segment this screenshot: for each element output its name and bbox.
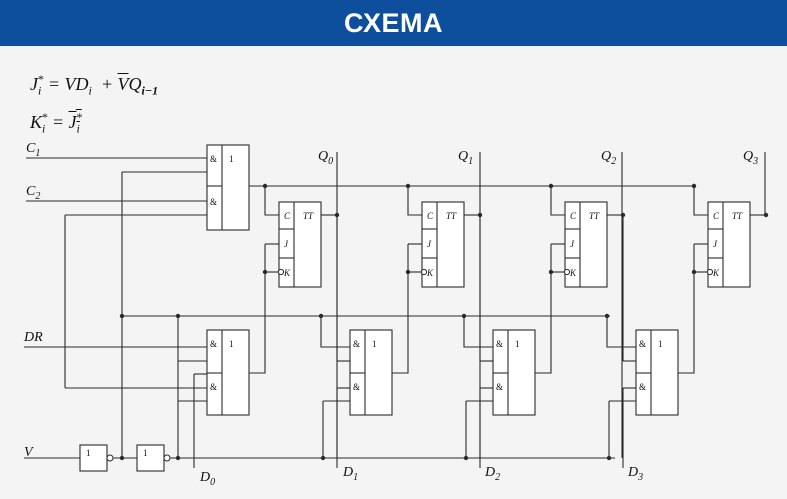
and-symbol: & — [210, 382, 217, 392]
ff-type: TT — [732, 211, 743, 221]
pin-c: C — [713, 211, 720, 221]
stage-1: C TT J K & 1 & — [318, 183, 483, 468]
label-d2: D2 — [484, 465, 500, 483]
label-d1: D1 — [342, 465, 358, 483]
pin-k: K — [569, 268, 577, 278]
and-symbol: & — [639, 339, 646, 349]
svg-text:1: 1 — [229, 154, 234, 164]
pin-c: C — [284, 211, 291, 221]
svg-text:&: & — [210, 154, 217, 164]
flipflop-2 — [564, 201, 608, 288]
or-symbol: 1 — [515, 339, 520, 349]
label-v: V — [24, 445, 34, 460]
and-symbol: & — [639, 382, 646, 392]
svg-text:&: & — [210, 197, 217, 207]
label-q1: Q1 — [458, 149, 473, 167]
label-dr: DR — [23, 330, 43, 345]
or-symbol: 1 — [372, 339, 377, 349]
and-symbol: & — [210, 339, 217, 349]
flipflop-0 — [278, 201, 322, 288]
ff-type: TT — [446, 211, 457, 221]
and-symbol: & — [496, 382, 503, 392]
pin-j: J — [427, 239, 432, 249]
page-title: СХЕМА — [344, 8, 443, 38]
pin-k: K — [426, 268, 434, 278]
flipflop-3 — [707, 201, 751, 288]
stage-2: C TT J K & 1 & — [461, 183, 626, 468]
svg-text:1: 1 — [86, 448, 91, 458]
and-symbol: & — [496, 339, 503, 349]
pin-j: J — [284, 239, 289, 249]
label-q2: Q2 — [601, 149, 616, 167]
formula-j: Ji* = VDi + VQi−1 — [30, 72, 159, 98]
clock-gate — [206, 144, 250, 231]
not-gate-2 — [136, 444, 165, 472]
label-c2: C2 — [26, 184, 40, 202]
ff-type: TT — [303, 211, 314, 221]
label-q3: Q3 — [743, 149, 758, 167]
stage-0: C TT J K & 1 & — [178, 183, 340, 468]
or-symbol: 1 — [229, 339, 234, 349]
and-symbol: & — [353, 382, 360, 392]
label-q0: Q0 — [318, 149, 333, 167]
pin-k: K — [283, 268, 291, 278]
pin-c: C — [427, 211, 434, 221]
pin-j: J — [713, 239, 718, 249]
ff-type: TT — [589, 211, 600, 221]
pin-j: J — [570, 239, 575, 249]
header-bar — [0, 0, 787, 46]
svg-text:1: 1 — [143, 448, 148, 458]
and-symbol: & — [353, 339, 360, 349]
pin-k: K — [712, 268, 720, 278]
formula-k: Ki* = Ji* — [30, 110, 82, 136]
flipflop-1 — [421, 201, 465, 288]
stage-3: C TT J K & 1 & — [604, 183, 769, 468]
label-d0: D0 — [199, 470, 215, 488]
label-c1: C1 — [26, 141, 40, 159]
pin-c: C — [570, 211, 577, 221]
or-symbol: 1 — [658, 339, 663, 349]
label-d3: D3 — [627, 465, 643, 483]
not-gate-1 — [79, 444, 108, 472]
